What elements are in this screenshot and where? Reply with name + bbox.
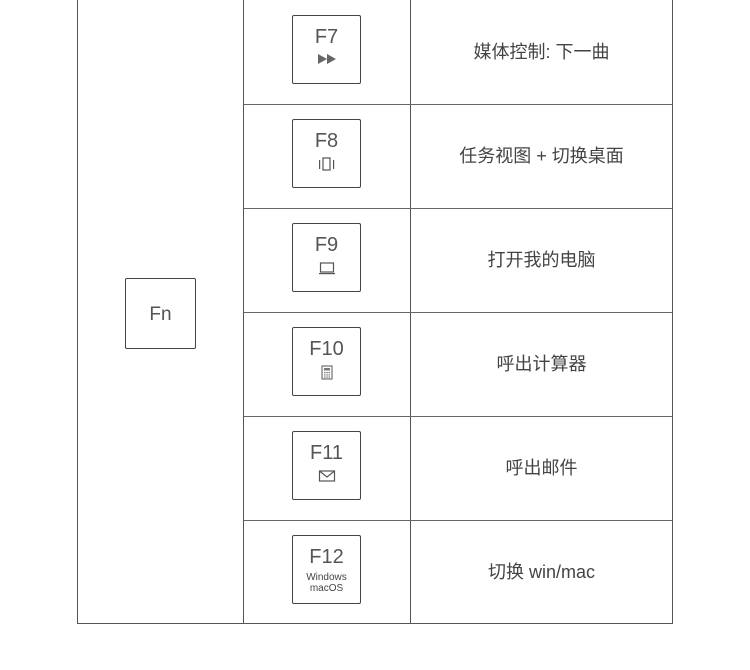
row-description: 打开我的电脑 [487, 250, 596, 270]
table-row: F10 呼出计算器 [244, 312, 672, 417]
macos-label: macOS [309, 583, 344, 594]
column-divider [410, 0, 411, 623]
laptop-icon [293, 261, 360, 277]
key-label: F9 [314, 234, 339, 256]
key-f10: F10 [292, 327, 361, 396]
table-row: F9 打开我的电脑 [244, 208, 672, 313]
shortcut-table: Fn F7 媒体控制: 下一曲 F8 任务视图 + 切换桌面 F9 打开我的电脑… [77, 0, 673, 624]
fast-forward-icon [293, 53, 360, 69]
key-label: F8 [314, 130, 339, 152]
table-row: F12 Windows macOS 切换 win/mac [244, 520, 672, 624]
table-row: F11 呼出邮件 [244, 416, 672, 521]
key-label: F11 [310, 442, 343, 464]
windows-label: Windows [306, 572, 347, 583]
row-description: 呼出邮件 [505, 458, 578, 478]
table-row: F7 媒体控制: 下一曲 [244, 0, 672, 105]
calculator-icon [293, 365, 360, 381]
key-f9: F9 [292, 223, 361, 292]
column-divider [243, 0, 244, 623]
row-description: 媒体控制: 下一曲 [473, 42, 610, 62]
key-label: F12 [309, 546, 344, 568]
key-label: F7 [314, 26, 339, 48]
row-description: 呼出计算器 [496, 354, 587, 374]
task-view-icon [293, 157, 360, 173]
key-label: F10 [309, 338, 344, 360]
table-row: F8 任务视图 + 切换桌面 [244, 104, 672, 209]
row-description: 切换 win/mac [487, 562, 595, 582]
key-f8: F8 [292, 119, 361, 188]
key-f12: F12 Windows macOS [292, 535, 361, 604]
key-f11: F11 [292, 431, 361, 500]
fn-key: Fn [125, 278, 196, 349]
mail-icon [293, 469, 360, 485]
row-description: 任务视图 + 切换桌面 [459, 146, 624, 166]
key-f7: F7 [292, 15, 361, 84]
